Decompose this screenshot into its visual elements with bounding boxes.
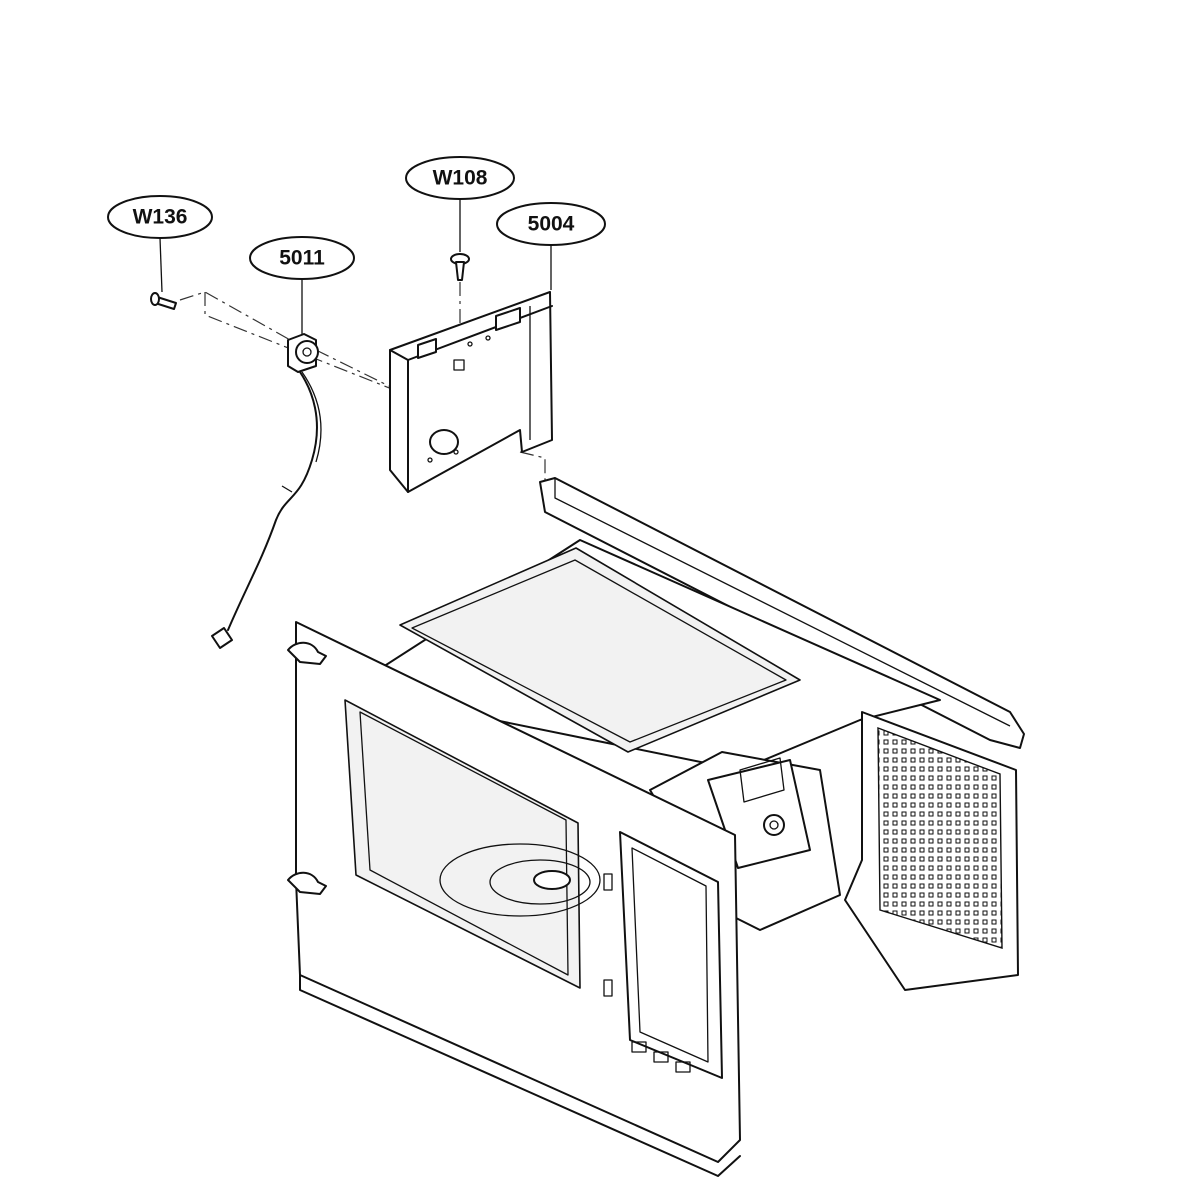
callout-5004-label: 5004 <box>528 213 575 236</box>
microwave-chassis <box>287 477 1025 1177</box>
screw-w108 <box>450 253 470 281</box>
bracket-5004 <box>389 291 553 493</box>
callout-5004: 5004 <box>496 202 606 290</box>
callout-5011: 5011 <box>249 236 355 334</box>
screw-w136 <box>150 292 177 310</box>
callout-w136-label: W136 <box>133 206 188 229</box>
callout-w108-label: W108 <box>433 167 488 190</box>
callout-w136: W136 <box>107 195 213 293</box>
callout-w108: W108 <box>405 156 515 252</box>
sensor-5011 <box>211 333 322 649</box>
callout-5011-label: 5011 <box>279 247 325 270</box>
